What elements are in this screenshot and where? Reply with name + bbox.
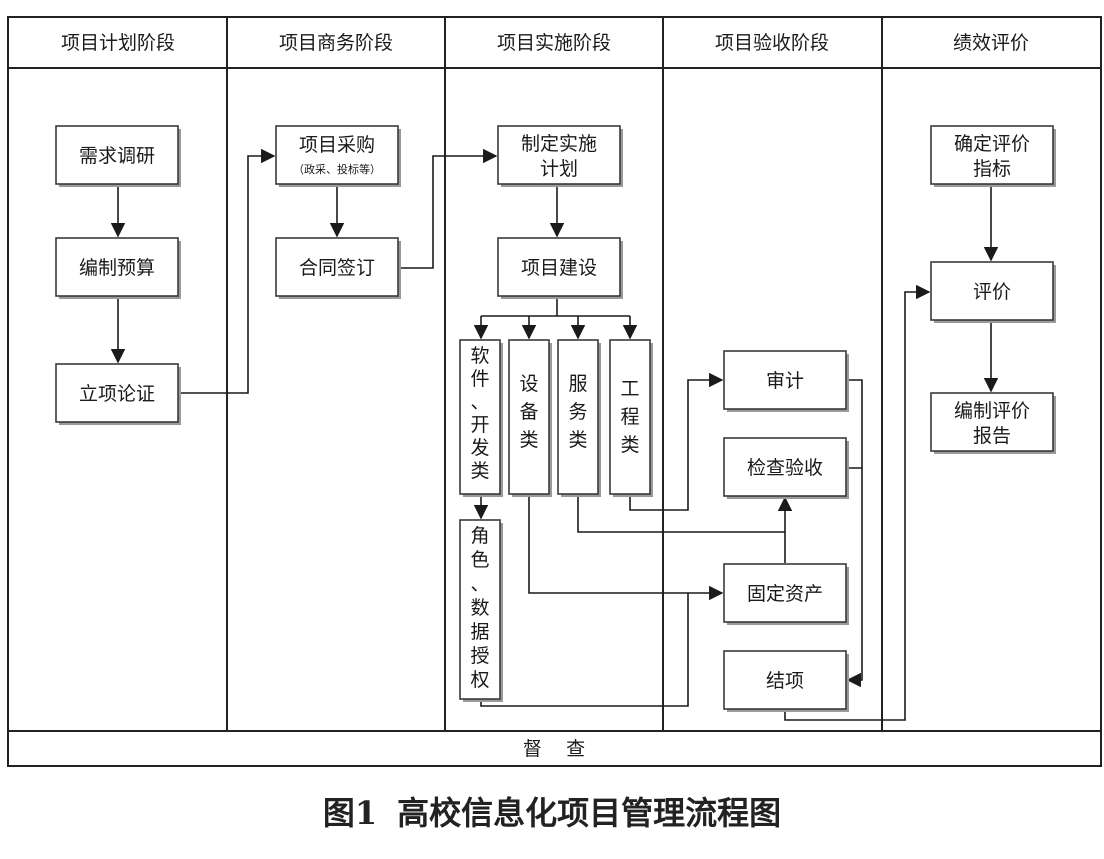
node-engineering-char: 工 bbox=[620, 378, 639, 400]
node-project-construction-label: 项目建设 bbox=[521, 257, 597, 279]
node-service-char: 务 bbox=[568, 401, 587, 423]
node-evaluation-report-line: 报告 bbox=[973, 425, 1011, 447]
node-service: 服 务 类 bbox=[557, 339, 601, 497]
node-evaluation-label: 评价 bbox=[973, 281, 1011, 303]
node-contract-signing: 合同签订 bbox=[275, 237, 401, 299]
node-project-construction: 项目建设 bbox=[497, 237, 623, 299]
node-equipment-char: 备 bbox=[519, 401, 538, 423]
node-engineering-char: 类 bbox=[620, 434, 639, 456]
node-procurement-sublabel: （政采、投标等） bbox=[293, 162, 381, 176]
diagram-frame bbox=[7, 16, 1102, 767]
node-software-char: 开 bbox=[470, 414, 489, 436]
node-equipment: 设 备 类 bbox=[508, 339, 552, 497]
node-inspection-acceptance-label: 检查验收 bbox=[747, 457, 823, 479]
node-roles-char: 、 bbox=[470, 573, 489, 595]
node-role-data-authorization: 角 色 、 数 据 授 权 bbox=[459, 519, 503, 702]
figure-caption: 图1 高校信息化项目管理流程图 bbox=[0, 788, 1104, 834]
node-evaluation-indicators-line: 指标 bbox=[973, 158, 1011, 180]
node-implementation-plan: 制定实施 计划 bbox=[497, 125, 623, 187]
figure-number: 图1 bbox=[322, 794, 378, 832]
node-budget: 编制预算 bbox=[55, 237, 181, 299]
node-service-char: 类 bbox=[568, 429, 587, 451]
node-roles-char: 色 bbox=[470, 549, 489, 571]
flowchart: 项目计划阶段 项目商务阶段 项目实施阶段 项目验收阶段 绩效评价 督 查 bbox=[7, 16, 1102, 767]
figure-title: 高校信息化项目管理流程图 bbox=[397, 794, 782, 832]
node-service-char: 服 bbox=[568, 373, 587, 395]
node-project-approval: 立项论证 bbox=[55, 363, 181, 425]
node-equipment-char: 类 bbox=[519, 429, 538, 451]
node-contract-signing-label: 合同签订 bbox=[299, 257, 375, 279]
node-fixed-assets-label: 固定资产 bbox=[747, 583, 823, 605]
node-engineering-char: 程 bbox=[620, 406, 639, 428]
node-software-char: 类 bbox=[470, 460, 489, 482]
node-project-closure-label: 结项 bbox=[766, 670, 804, 692]
node-budget-label: 编制预算 bbox=[79, 257, 155, 279]
node-procurement: 项目采购 （政采、投标等） bbox=[275, 125, 401, 187]
node-evaluation: 评价 bbox=[930, 261, 1056, 323]
node-implementation-plan-line: 制定实施 bbox=[521, 133, 597, 155]
connectors bbox=[110, 148, 999, 721]
lane-header-acceptance: 项目验收阶段 bbox=[715, 32, 829, 54]
lane-header-evaluation: 绩效评价 bbox=[953, 32, 1029, 54]
node-requirements: 需求调研 bbox=[55, 125, 181, 187]
node-roles-char: 据 bbox=[470, 621, 489, 643]
node-implementation-plan-line: 计划 bbox=[540, 158, 578, 180]
lane-header-plan: 项目计划阶段 bbox=[61, 32, 175, 54]
node-project-approval-label: 立项论证 bbox=[79, 383, 155, 405]
node-audit: 审计 bbox=[723, 350, 849, 412]
node-evaluation-report: 编制评价 报告 bbox=[930, 392, 1056, 454]
supervision-label: 督 查 bbox=[523, 738, 585, 760]
node-evaluation-indicators-line: 确定评价 bbox=[954, 133, 1030, 155]
node-evaluation-indicators: 确定评价 指标 bbox=[930, 125, 1056, 187]
node-software-char: 发 bbox=[470, 437, 489, 459]
node-inspection-acceptance: 检查验收 bbox=[723, 437, 849, 499]
node-software-char: 、 bbox=[470, 391, 489, 413]
node-roles-char: 授 bbox=[470, 645, 489, 667]
node-evaluation-report-line: 编制评价 bbox=[954, 400, 1030, 422]
node-roles-char: 角 bbox=[470, 525, 489, 547]
node-software-char: 软 bbox=[470, 345, 489, 367]
lane-header-business: 项目商务阶段 bbox=[279, 32, 393, 54]
node-equipment-char: 设 bbox=[519, 373, 538, 395]
node-requirements-label: 需求调研 bbox=[79, 145, 155, 167]
node-roles-char: 数 bbox=[470, 597, 489, 619]
node-software-development: 软 件 、 开 发 类 bbox=[459, 339, 503, 497]
node-procurement-label: 项目采购 bbox=[299, 134, 375, 156]
node-audit-label: 审计 bbox=[766, 370, 804, 392]
node-roles-char: 权 bbox=[470, 669, 489, 691]
node-project-closure: 结项 bbox=[723, 650, 849, 712]
lane-header-implementation: 项目实施阶段 bbox=[497, 32, 611, 54]
node-software-char: 件 bbox=[470, 368, 489, 390]
node-fixed-assets: 固定资产 bbox=[723, 563, 849, 625]
node-engineering: 工 程 类 bbox=[609, 339, 653, 497]
